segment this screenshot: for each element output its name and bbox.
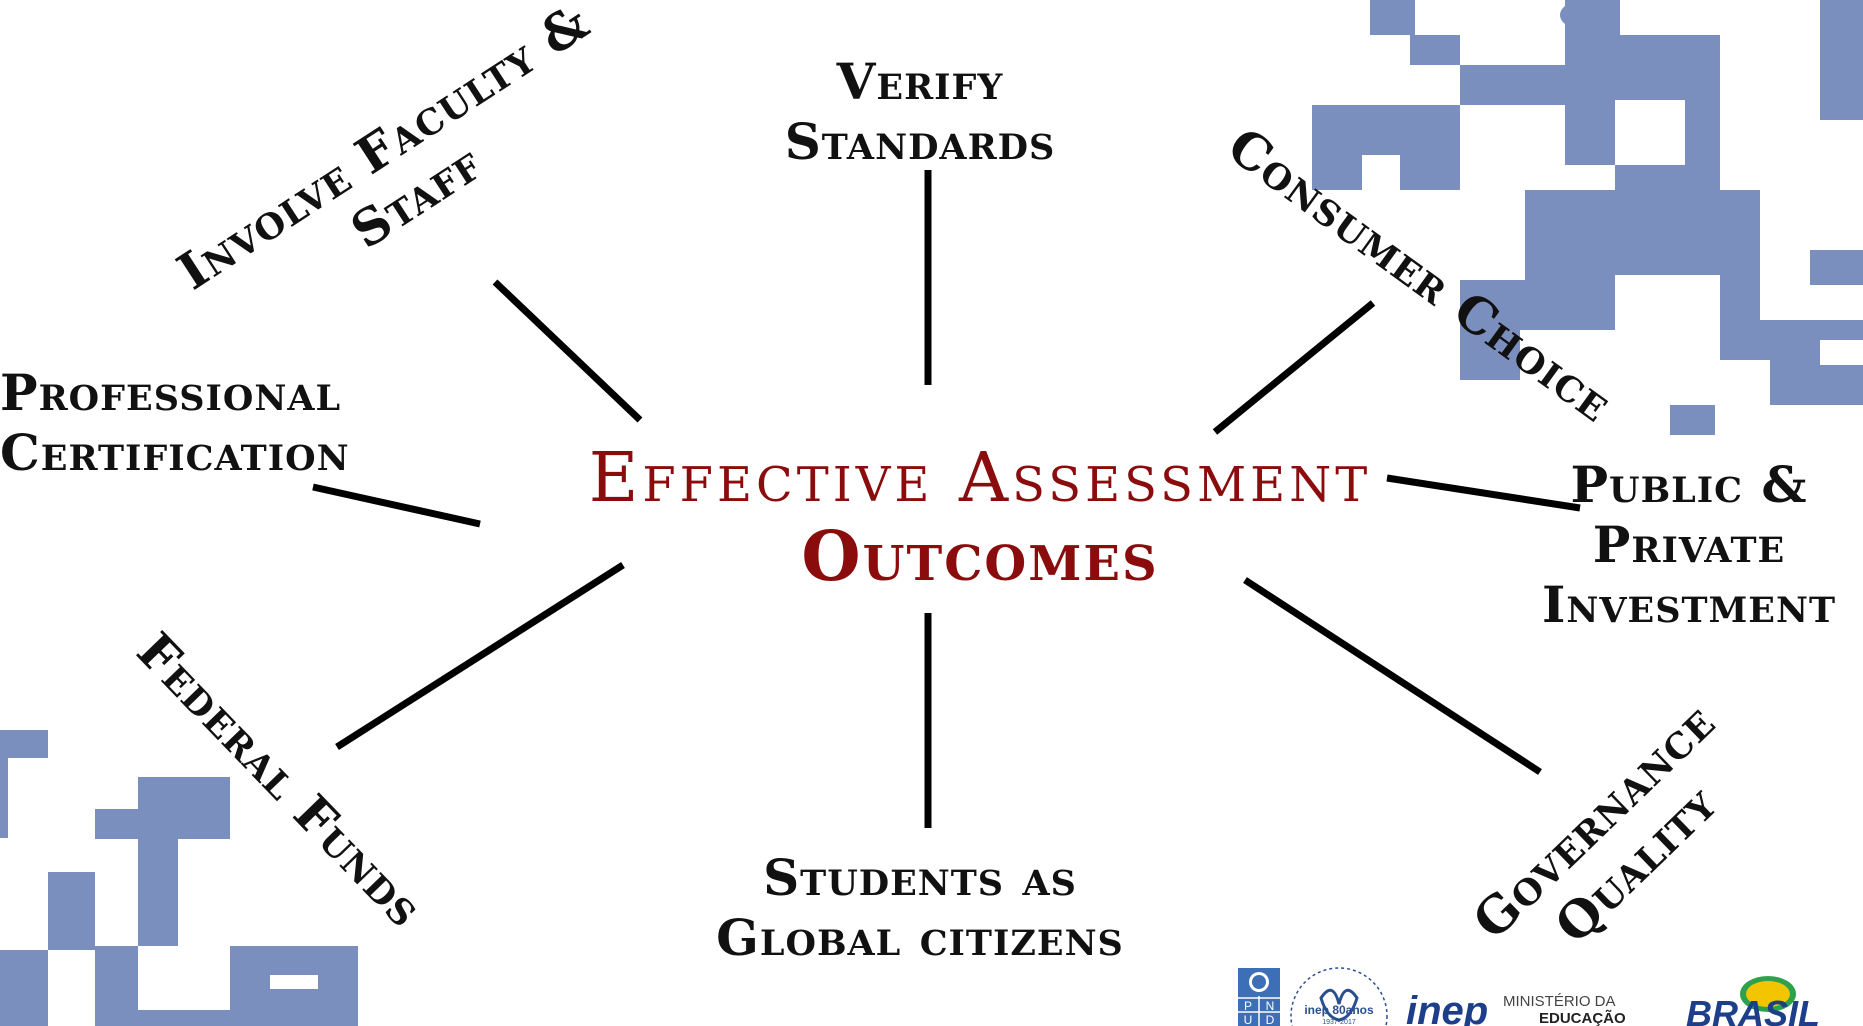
connector-professional: [312, 483, 481, 528]
node-professional-certification: Professional Certification: [0, 363, 400, 483]
connector-federal: [335, 562, 625, 750]
ministerio-line1: MINISTÉRIO DA: [1503, 993, 1616, 1010]
node-students-global: Students as Global citizens: [660, 848, 1180, 968]
center-title-line1: Effective Assessment: [588, 439, 1372, 518]
inep80-years: 1937-2017: [1322, 1019, 1356, 1026]
connector-public: [1386, 474, 1581, 512]
inep80-logo: inep 80anos 1937-2017: [1290, 967, 1388, 1026]
pnud-u: U: [1244, 1013, 1253, 1026]
ministerio-line2: EDUCAÇÃO: [1539, 1009, 1626, 1026]
sponsor-logos: P N U D inep 80anos 1937-2017 inep MINIS…: [1223, 966, 1863, 1026]
logos-svg: P N U D inep 80anos 1937-2017 inep MINIS…: [1238, 967, 1820, 1026]
node-public-line1: Public &: [1570, 455, 1808, 514]
pnud-logo: P N U D: [1238, 968, 1280, 1026]
node-verify-standards: Verify Standards: [720, 52, 1120, 172]
center-title-line2: Outcomes: [801, 517, 1159, 597]
node-public-line2: Private: [1592, 515, 1786, 574]
node-professional-line2: Certification: [0, 423, 350, 482]
node-public-line3: Investment: [1542, 575, 1836, 634]
node-public-private-investment: Public & Private Investment: [1505, 455, 1863, 635]
node-verify-line1: Verify: [836, 52, 1004, 111]
node-verify-line2: Standards: [784, 112, 1056, 171]
brasil-text: BRASIL: [1686, 993, 1820, 1026]
center-title: Effective Assessment Outcomes: [560, 439, 1400, 597]
pnud-d: D: [1266, 1013, 1275, 1026]
connector-governance: [1243, 577, 1542, 775]
connector-involve: [492, 279, 643, 423]
node-professional-line1: Professional: [0, 363, 342, 422]
connector-consumer: [1212, 300, 1376, 435]
inep80-text: inep 80anos: [1304, 1003, 1374, 1017]
inep-logo-text: inep: [1406, 989, 1488, 1026]
pnud-p: P: [1244, 999, 1252, 1013]
node-students-line2: Global citizens: [716, 908, 1124, 967]
node-students-line1: Students as: [763, 848, 1077, 907]
brasil-logo: BRASIL: [1686, 976, 1820, 1026]
pnud-n: N: [1266, 999, 1275, 1013]
